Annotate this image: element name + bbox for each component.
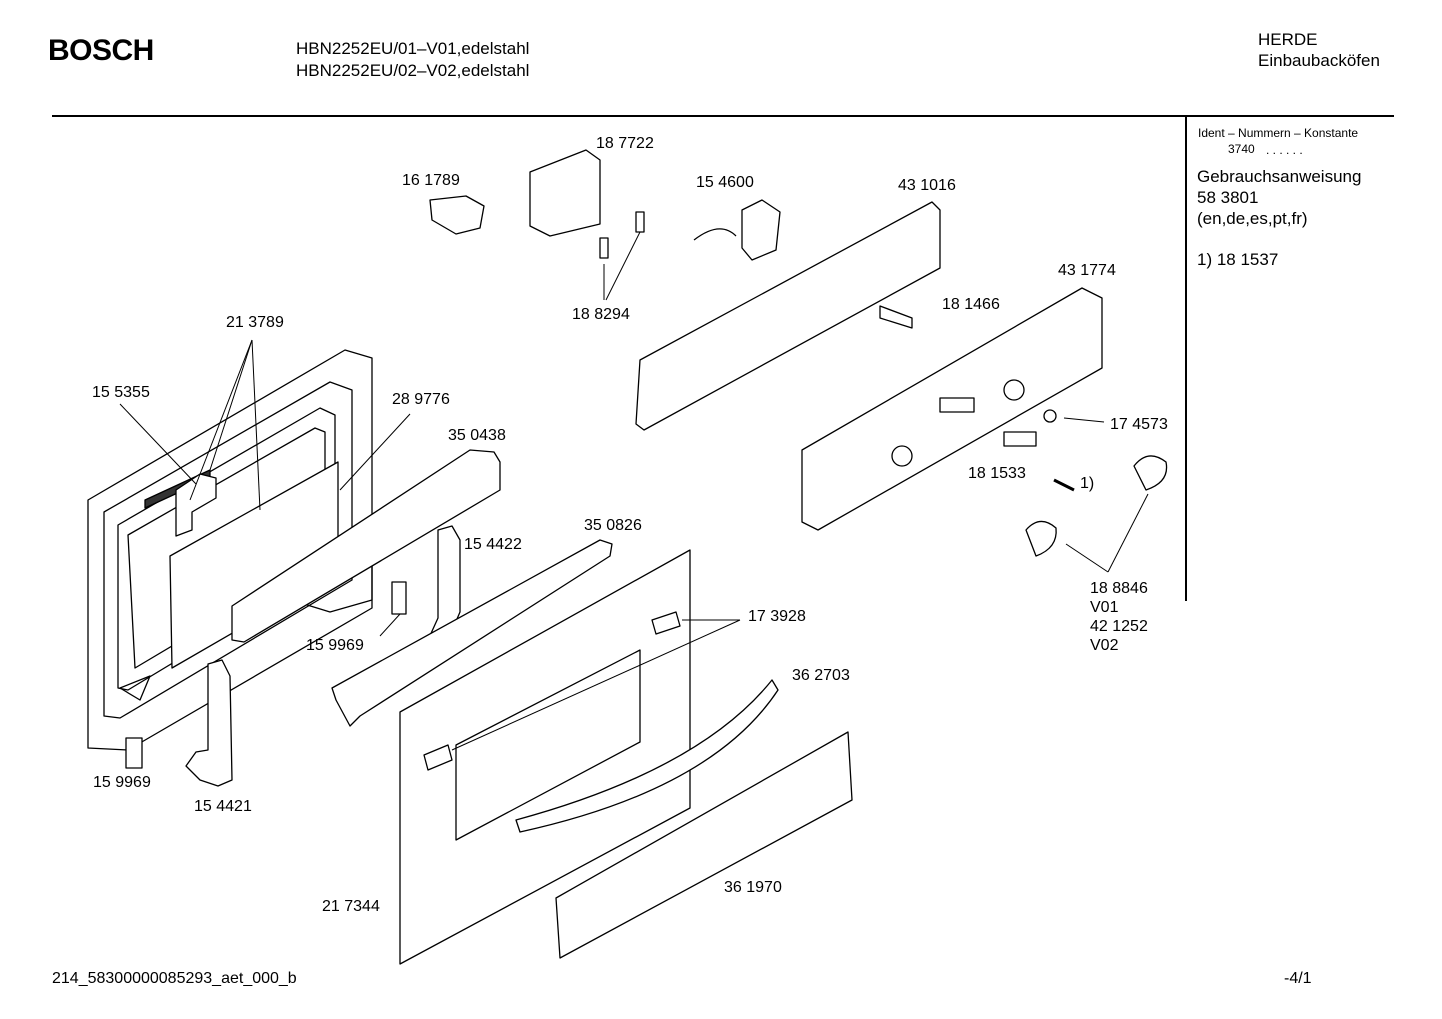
leader-lines	[119, 231, 1149, 751]
ident-value: 3740	[1228, 142, 1255, 156]
part-label: 21 3789	[226, 314, 284, 331]
ident-label: Ident – Nummern – Konstante	[1198, 126, 1359, 140]
manual-number: 58 3801	[1197, 188, 1259, 207]
part-label: 18 8294	[572, 306, 630, 323]
part-label: 15 5355	[92, 384, 150, 401]
hinge-rail	[331, 539, 613, 727]
control-knob-left	[1025, 520, 1057, 557]
spacer-block-lower	[125, 737, 143, 769]
part-label: 15 9969	[93, 774, 151, 791]
part-label: 43 1016	[898, 177, 956, 194]
part-label: 16 1789	[402, 172, 460, 189]
indicator-lamp	[1043, 409, 1057, 423]
model-line-2: HBN2252EU/02–V02,edelstahl	[296, 61, 530, 80]
ident-dots: . . . . . .	[1266, 143, 1303, 157]
variant-line: 42 1252	[1090, 618, 1148, 635]
variant-line: 18 8846	[1090, 580, 1148, 597]
screw	[1053, 478, 1075, 492]
part-label: 35 0438	[448, 427, 506, 444]
part-label: 18 7722	[596, 135, 654, 152]
variant-line: V02	[1090, 637, 1119, 654]
door-trim	[555, 731, 853, 959]
door-bumper-lower	[423, 744, 453, 771]
header-divider	[52, 115, 1394, 117]
control-panel-frame	[635, 201, 941, 431]
part-label: 35 0826	[584, 517, 642, 534]
thermostat	[741, 199, 781, 261]
part-label: 18 1466	[942, 296, 1000, 313]
spacer-block-upper	[391, 581, 407, 615]
push-rod-left	[599, 237, 609, 259]
part-label: 15 9969	[306, 637, 364, 654]
part-label: 15 4421	[194, 798, 252, 815]
hinge-lower	[185, 659, 233, 787]
part-label: 15 4600	[696, 174, 754, 191]
page-number: -4/1	[1284, 970, 1312, 987]
control-knob-right	[1133, 455, 1168, 491]
category-line-1: HERDE	[1258, 30, 1318, 49]
selector-switch	[429, 195, 485, 235]
part-label: 36 1970	[724, 879, 782, 896]
door-handle	[515, 679, 779, 833]
door-rail	[231, 449, 501, 643]
spindle	[879, 305, 913, 329]
part-label: 1)	[1080, 475, 1095, 492]
variant-line: V01	[1090, 599, 1119, 616]
model-line-1: HBN2252EU/01–V01,edelstahl	[296, 39, 530, 58]
outer-door	[399, 549, 691, 965]
sidebar-divider	[1185, 117, 1187, 601]
part-label: 28 9776	[392, 391, 450, 408]
control-fascia	[801, 287, 1103, 531]
part-label: 18 1533	[968, 465, 1026, 482]
part-label: 21 7344	[322, 898, 380, 915]
category-line-2: Einbaubacköfen	[1258, 51, 1380, 70]
glass-clip	[175, 473, 217, 537]
thermostat-capillary	[693, 228, 737, 241]
button-cap	[1003, 431, 1037, 447]
part-label: 17 3928	[748, 608, 806, 625]
manual-languages: (en,de,es,pt,fr)	[1197, 209, 1308, 228]
part-label: 15 4422	[464, 536, 522, 553]
manual-label: Gebrauchsanweisung	[1197, 167, 1362, 186]
document-id: 214_58300000085293_aet_000_b	[52, 970, 297, 987]
footnote-part: 1) 18 1537	[1197, 250, 1279, 269]
part-label: 36 2703	[792, 667, 850, 684]
bosch-logo: BOSCH	[48, 34, 154, 67]
part-label: 43 1774	[1058, 262, 1116, 279]
part-label: 17 4573	[1110, 416, 1168, 433]
timer-module	[529, 149, 601, 237]
push-rod-right	[635, 211, 645, 233]
door-bumper-upper	[651, 611, 681, 635]
